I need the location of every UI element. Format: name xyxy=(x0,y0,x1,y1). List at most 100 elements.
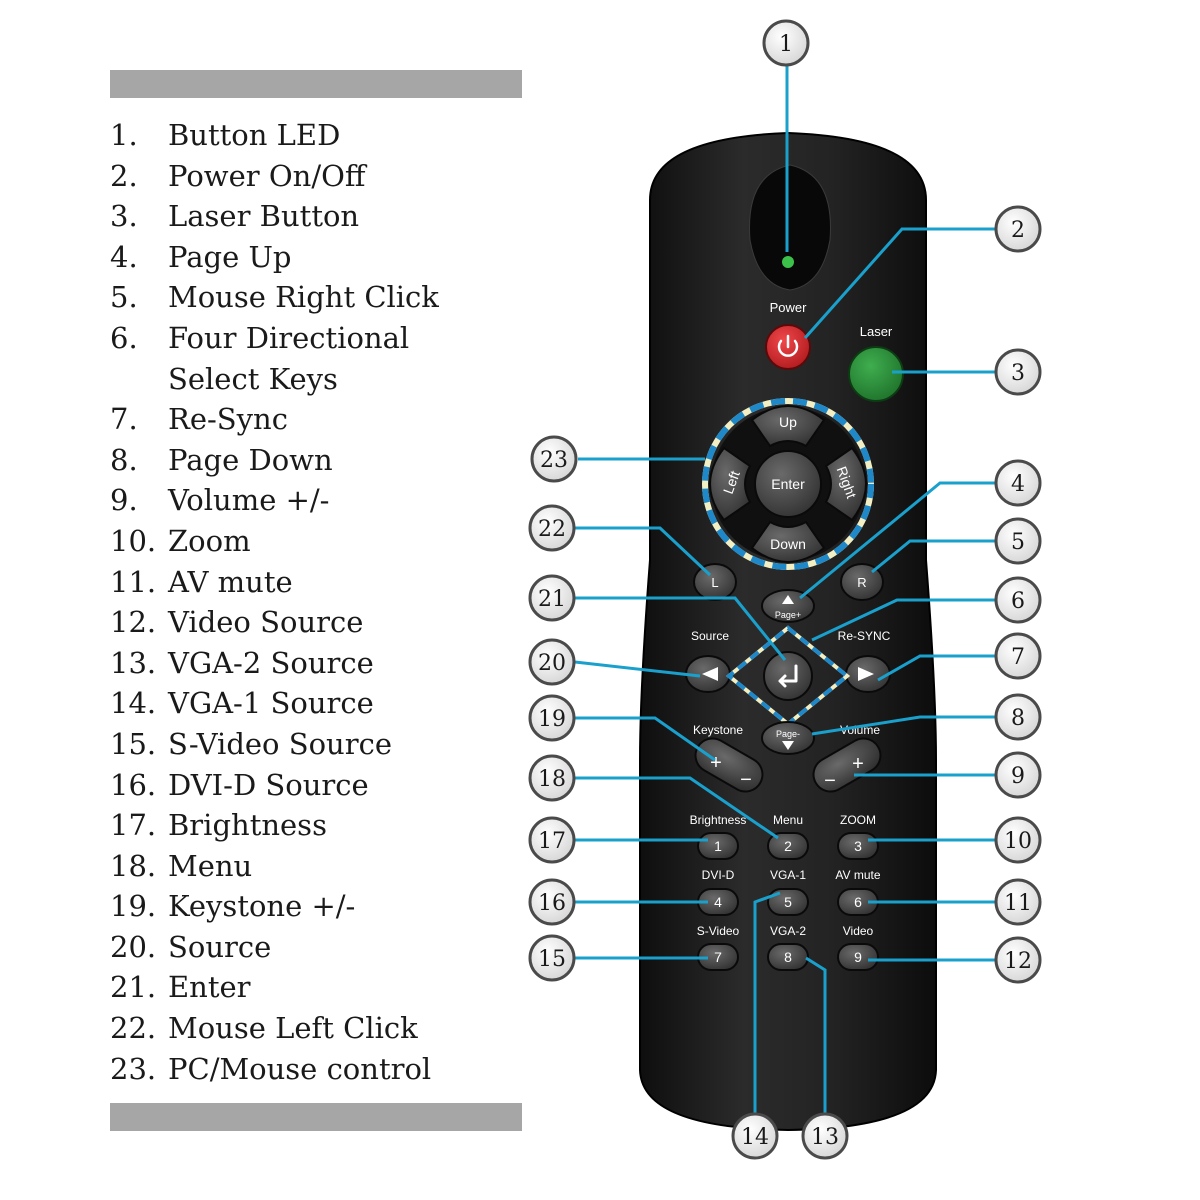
callout-number: 5 xyxy=(1011,530,1025,555)
page-down-arrow-icon xyxy=(782,741,794,750)
source-label: Source xyxy=(691,629,729,643)
legend-number: 2. xyxy=(110,158,138,193)
keystone-label: Keystone xyxy=(693,723,743,737)
dpad-up-button[interactable] xyxy=(750,405,826,448)
leader-line-4 xyxy=(799,481,995,600)
vga1-label: VGA-1 xyxy=(770,868,806,882)
legend-item: 8.Page Down xyxy=(110,440,439,481)
brightness-label: Brightness xyxy=(690,813,747,827)
callout-circle xyxy=(994,348,1042,396)
mouse-right-button[interactable] xyxy=(840,563,884,601)
callout-number: 19 xyxy=(538,707,566,732)
callout-number: 20 xyxy=(538,651,566,676)
legend-label: Laser Button xyxy=(168,199,360,234)
legend-item: 22.Mouse Left Click xyxy=(110,1008,439,1049)
legend-label: Brightness xyxy=(168,808,327,843)
laser-button[interactable] xyxy=(848,346,904,402)
callout-circle xyxy=(994,816,1042,864)
mouse-left-button[interactable] xyxy=(693,563,737,601)
legend-label: Source xyxy=(168,929,272,964)
legend-label: Enter xyxy=(168,970,251,1005)
legend-number: 4. xyxy=(110,239,138,274)
callout-circle xyxy=(994,878,1042,926)
vga2-label: VGA-2 xyxy=(770,924,806,938)
zoom-label: ZOOM xyxy=(840,813,876,827)
dvi-d-label: DVI-D xyxy=(702,868,735,882)
key-2-button[interactable] xyxy=(767,832,809,860)
menu-label: Menu xyxy=(773,813,803,827)
legend-number: 3. xyxy=(110,199,138,234)
top-divider-bar xyxy=(110,70,522,98)
callout-number: 14 xyxy=(741,1125,769,1150)
callout-circle xyxy=(528,754,576,802)
key-5-button[interactable] xyxy=(767,888,809,916)
callout-circle xyxy=(528,816,576,864)
callout-number: 9 xyxy=(1011,764,1025,789)
enter-button[interactable] xyxy=(754,450,822,518)
resync-label: Re-SYNC xyxy=(838,629,891,643)
callout-20: 20 xyxy=(528,638,576,686)
key-5-label: 5 xyxy=(784,894,792,910)
leader-lines xyxy=(574,65,995,1115)
legend-item: 6.Four Directional Select Keys xyxy=(110,318,439,399)
volume-plus-label: + xyxy=(852,753,864,775)
callout-3: 3 xyxy=(994,348,1042,396)
legend-item: 3. Laser Button xyxy=(110,196,439,237)
key-8-label: 8 xyxy=(784,949,792,965)
callout-6: 6 xyxy=(994,576,1042,624)
legend-item: 16.DVI-D Source xyxy=(110,765,439,806)
legend-label: VGA-1 Source xyxy=(168,686,374,721)
legend-number: 17. xyxy=(110,808,157,843)
power-label: Power xyxy=(770,300,808,315)
callout-circle xyxy=(994,936,1042,984)
key-8-button[interactable] xyxy=(767,943,809,971)
leader-line-18 xyxy=(575,776,779,840)
legend-number: 7. xyxy=(110,402,138,437)
callout-circle xyxy=(528,694,576,742)
callout-circle xyxy=(801,1112,849,1160)
volume-rocker[interactable] xyxy=(807,732,886,797)
callout-5: 5 xyxy=(994,517,1042,565)
legend-number: 21. xyxy=(110,970,157,1005)
keystone-minus-label: − xyxy=(740,769,752,791)
callout-10: 10 xyxy=(994,816,1042,864)
legend-item: 5.Mouse Right Click xyxy=(110,277,439,318)
legend-label: S-Video Source xyxy=(168,726,392,761)
leader-line-7 xyxy=(877,654,995,682)
dpad-right-button[interactable] xyxy=(824,446,867,522)
page-down-button[interactable] xyxy=(761,721,815,755)
mouse-right-label: R xyxy=(857,575,866,590)
key-9-label: 9 xyxy=(854,949,862,965)
av-mute-label: AV mute xyxy=(835,868,880,882)
volume-minus-label: − xyxy=(824,770,836,792)
up-label: Up xyxy=(779,414,797,430)
dpad-left-button[interactable] xyxy=(709,446,752,522)
mouse-enter-button[interactable] xyxy=(763,651,813,701)
legend-item: 1.Button LED xyxy=(110,115,439,156)
legend-item: 18.Menu xyxy=(110,846,439,887)
callout-15: 15 xyxy=(528,934,576,982)
callout-number: 17 xyxy=(538,829,566,854)
callout-number: 21 xyxy=(538,587,566,612)
callout-number: 2 xyxy=(1011,218,1025,243)
key-9-button[interactable] xyxy=(837,943,879,971)
callout-8: 8 xyxy=(994,693,1042,741)
legend-label: Volume +/- xyxy=(168,483,330,518)
callout-circle xyxy=(994,751,1042,799)
callout-circle xyxy=(994,205,1042,253)
callout-21: 21 xyxy=(528,574,576,622)
s-video-label: S-Video xyxy=(697,924,740,938)
legend-number: 1. xyxy=(110,118,138,152)
callout-number: 3 xyxy=(1011,361,1025,386)
legend-label: Page Up xyxy=(168,239,292,274)
callout-13: 13 xyxy=(801,1112,849,1160)
callout-circle xyxy=(994,517,1042,565)
legend-number: 23. xyxy=(110,1051,157,1086)
callout-7: 7 xyxy=(994,632,1042,680)
callout-circle xyxy=(528,878,576,926)
callout-circle xyxy=(994,693,1042,741)
legend-label: Four Directional Select Keys xyxy=(168,320,410,396)
callout-number: 22 xyxy=(538,517,566,542)
legend-number: 5. xyxy=(110,280,138,315)
dpad-down-button[interactable] xyxy=(750,520,826,563)
